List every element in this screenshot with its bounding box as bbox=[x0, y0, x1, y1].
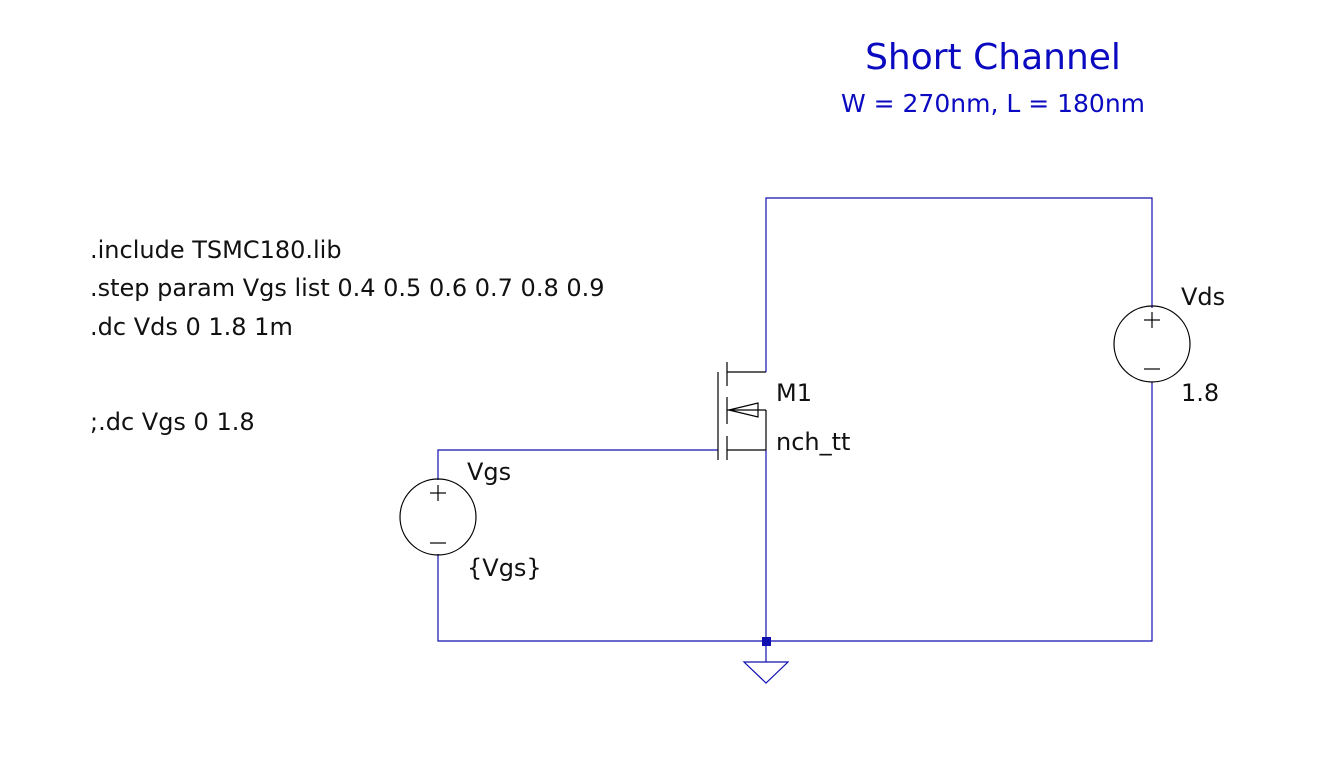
schematic-subtitle: W = 270nm, L = 180nm bbox=[841, 89, 1145, 118]
vgs-value-label: {Vgs} bbox=[467, 554, 542, 582]
nmos-transistor-m1[interactable] bbox=[717, 362, 767, 460]
vds-voltage-source[interactable] bbox=[1113, 305, 1191, 383]
mosfet-name-label: M1 bbox=[776, 379, 812, 407]
wires bbox=[437, 197, 1153, 662]
wire-drain-top[interactable] bbox=[765, 197, 1153, 372]
vds-value-label: 1.8 bbox=[1181, 379, 1219, 407]
directive-step[interactable]: .step param Vgs list 0.4 0.5 0.6 0.7 0.8… bbox=[90, 274, 605, 302]
vds-name-label: Vds bbox=[1181, 283, 1225, 311]
ground-symbol[interactable] bbox=[742, 661, 790, 684]
schematic-title: Short Channel bbox=[865, 37, 1121, 78]
directive-include[interactable]: .include TSMC180.lib bbox=[90, 236, 342, 264]
nmos-arrow-icon bbox=[728, 402, 759, 418]
wire-gate[interactable] bbox=[437, 449, 718, 480]
directive-comment[interactable]: ;.dc Vgs 0 1.8 bbox=[90, 408, 255, 436]
junction-node[interactable] bbox=[762, 637, 771, 646]
vgs-voltage-source[interactable] bbox=[399, 478, 477, 556]
directive-dc[interactable]: .dc Vds 0 1.8 1m bbox=[90, 313, 293, 341]
wire-vds-return[interactable] bbox=[766, 382, 1153, 642]
wire-vgs-return[interactable] bbox=[437, 554, 766, 642]
mosfet-model-label: nch_tt bbox=[776, 428, 850, 456]
vgs-name-label: Vgs bbox=[467, 458, 511, 486]
